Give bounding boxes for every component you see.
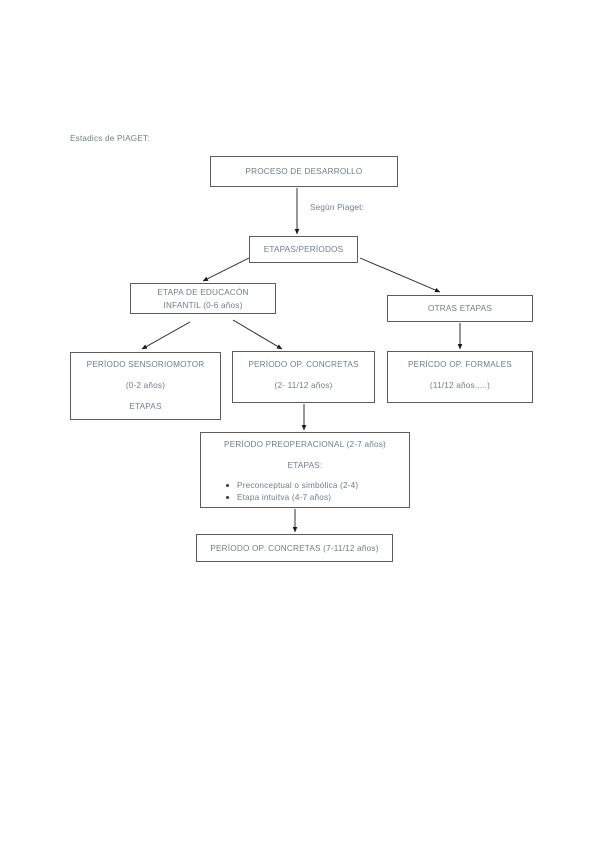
node-periodo-sensoriomotor: PERÍODO SENSORIOMOTOR (0-2 años) ETAPAS (70, 352, 221, 420)
node-label: PERÍODO OP. CONCRETAS (7-11/12 años) (210, 543, 379, 553)
node-label: ETAPAS/PERÍODOS (263, 245, 344, 254)
node-label-line1: ETAPA DE EDUCACÓN (157, 287, 249, 297)
node-label-line2: (0-2 años) (125, 381, 166, 390)
edge-etapas-to-otras-etapas (359, 257, 441, 293)
node-proceso-de-desarrollo: PROCESO DE DESARROLLO (210, 156, 398, 187)
edge-etapa-ei-to-op-concretas (232, 319, 283, 350)
node-label-line2: INFANTIL (0-6 años) (163, 300, 243, 310)
node-label: PROCESO DE DESARROLLO (245, 167, 363, 176)
list-item: Etapa intuitva (4-7 años) (226, 492, 409, 504)
node-label-subtitle: ETAPAS: (287, 461, 323, 470)
node-label-line1: PERÍODO SENSORIOMOTOR (86, 360, 205, 369)
node-label-line1: PERÍODO OP. CONCRETAS (248, 360, 359, 369)
node-otras-etapas: OTRAS ETAPAS (387, 295, 533, 322)
edge-label-segun-piaget: Según Piaget: (310, 203, 365, 212)
node-label-line1: PERÍCDO OP. FORMALES (408, 360, 512, 369)
node-periodo-op-concretas-final: PERÍODO OP. CONCRETAS (7-11/12 años) (196, 534, 393, 562)
list-item: Preconceptual o simbólica (2-4) (226, 480, 409, 492)
node-label-line2: (2- 11/12 años) (274, 381, 333, 390)
edge-etapa-ei-to-sensoriomotor (141, 321, 191, 350)
preoperacional-bullet-list: Preconceptual o simbólica (2-4) Etapa in… (201, 480, 409, 503)
node-periodo-op-formales: PERÍCDO OP. FORMALES (11/12 años.....) (387, 351, 533, 403)
page-title: Estadics de PIAGET: (70, 134, 150, 143)
node-label-title: PERÍODO PREOPERACIONAL (2-7 años) (224, 440, 386, 449)
node-etapa-educacion-infantil: ETAPA DE EDUCACÓN INFANTIL (0-6 años) (130, 283, 276, 314)
node-etapas-periodos: ETAPAS/PERÍODOS (249, 236, 358, 263)
node-periodo-preoperacional: PERÍODO PREOPERACIONAL (2-7 años) ETAPAS… (200, 432, 410, 508)
node-label-line2: (11/12 años.....) (429, 381, 491, 390)
edge-etapas-to-etapa-ei (202, 257, 250, 282)
node-label-line3: ETAPAS (129, 402, 162, 411)
node-periodo-op-concretas: PERÍODO OP. CONCRETAS (2- 11/12 años) (232, 351, 375, 403)
node-label: OTRAS ETAPAS (428, 304, 492, 313)
